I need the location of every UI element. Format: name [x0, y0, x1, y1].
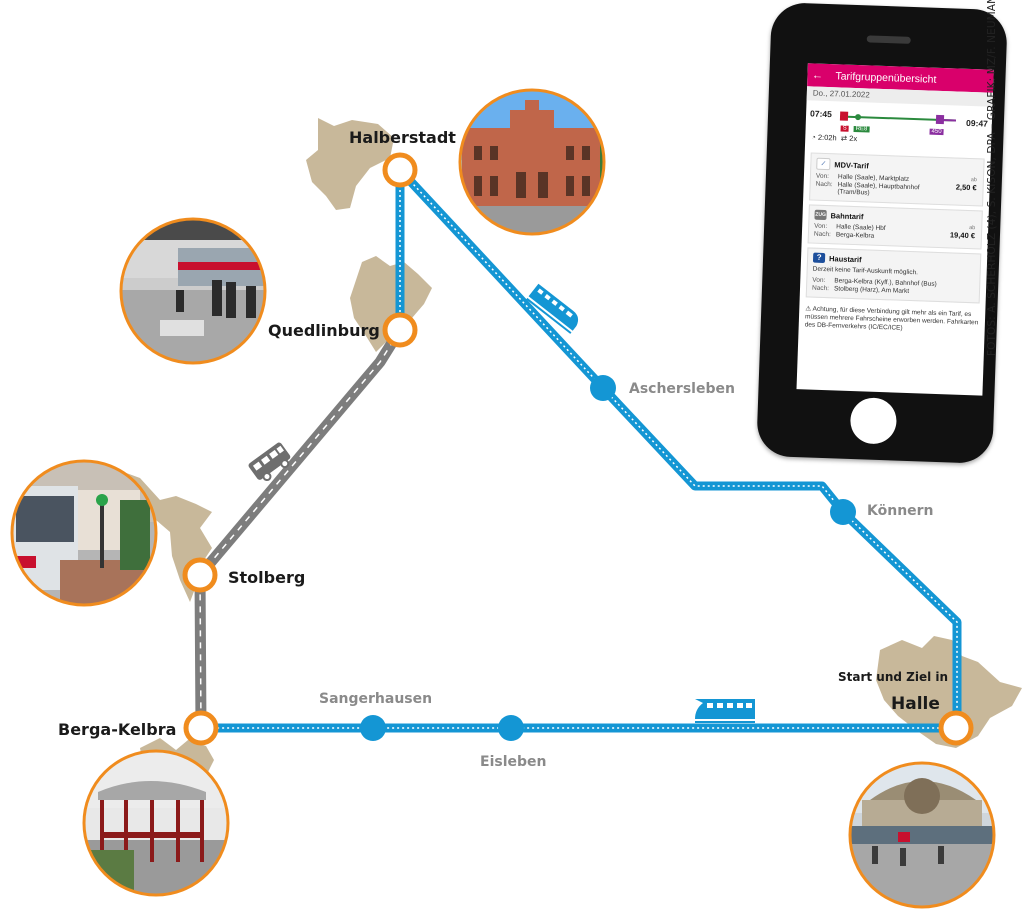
phone-screen: ← Tarifgruppenübersicht Do., 27.01.2022 … [796, 63, 994, 396]
tariff-card-mdv[interactable]: ⟋MDV-Tarif Von:Halle (Saale), Marktplatz… [809, 152, 985, 207]
duration: 2:02h [817, 132, 837, 143]
station-halberstadt [382, 152, 418, 188]
tariff-card-haus[interactable]: ?Haustarif Derzeit keine Tarif-Auskunft … [805, 247, 982, 304]
warning-icon: ⚠ [805, 305, 812, 313]
stop-sangerhausen [360, 715, 386, 741]
label-aschersleben: Aschersleben [629, 381, 735, 397]
mdv-to-key: Nach: [815, 180, 833, 189]
region-quedlinburg [350, 256, 432, 352]
train-tariff-icon: ZUG [814, 209, 827, 221]
stop-koennern [830, 499, 856, 525]
haus-note: Derzeit keine Tarif-Auskunft möglich. [812, 265, 919, 277]
haus-from-key: Von: [812, 276, 826, 285]
bus-route [194, 327, 405, 729]
region-halberstadt [306, 118, 394, 210]
stop-aschersleben [590, 375, 616, 401]
label-quedlinburg: Quedlinburg [268, 321, 380, 340]
stop-eisleben [498, 715, 524, 741]
haus-to-key: Nach: [811, 284, 830, 293]
label-berga-kelbra: Berga-Kelbra [58, 720, 176, 739]
journey-line [839, 111, 957, 125]
bahn-price: 19,40 € [949, 230, 976, 241]
mdv-logo-icon: ⟋ [816, 157, 831, 171]
arrival-time: 09:47 [965, 117, 989, 129]
home-button[interactable] [849, 397, 898, 445]
app-title: Tarifgruppenübersicht [835, 69, 937, 86]
label-stolberg: Stolberg [228, 568, 305, 587]
photo-halberstadt-station [458, 88, 606, 236]
photo-halle-hauptbahnhof [848, 761, 996, 909]
label-halle-prefix: Start und Ziel in [838, 670, 948, 684]
region-halle [876, 636, 1022, 748]
station-quedlinburg [382, 312, 418, 348]
rail-route [202, 166, 962, 733]
station-berga-kelbra [183, 710, 219, 746]
station-stolberg [182, 557, 218, 593]
bahn-to-key: Nach: [813, 230, 832, 239]
photo-berga-kelbra-shelter [82, 749, 230, 897]
photo-credit: FOTOS: A. SCHERHOLZ (4), S. KISON, DPA –… [986, 0, 998, 356]
help-icon: ? [812, 252, 826, 264]
label-eisleben: Eisleben [480, 754, 546, 770]
badge-s: S [840, 125, 849, 132]
bahn-title: Bahntarif [830, 210, 864, 221]
notice-text: Achtung, für diese Verbindung gilt mehr … [804, 305, 979, 332]
transfers: 2x [849, 133, 858, 144]
phone-mockup: ← Tarifgruppenübersicht Do., 27.01.2022 … [756, 2, 1008, 464]
photo-quedlinburg-platform [119, 217, 267, 365]
label-halberstadt: Halberstadt [349, 128, 456, 147]
clock-icon: ◔ [811, 132, 816, 142]
label-sangerhausen: Sangerhausen [319, 691, 432, 707]
mdv-title: MDV-Tarif [834, 159, 869, 170]
transfer-icon: ⇄ [840, 133, 848, 143]
bahn-from-key: Von: [814, 222, 828, 231]
train-icon [526, 283, 579, 334]
mdv-from-key: Von: [815, 172, 830, 181]
label-halle: Halle [891, 694, 940, 714]
connection-summary[interactable]: 07:45 S RE8 450 09:47 ◔ 2:02h ⇄ 2x [805, 100, 993, 154]
station-halle [938, 710, 974, 746]
multi-tariff-notice: ⚠ Achtung, für diese Verbindung gilt meh… [805, 305, 980, 335]
label-koennern: Könnern [867, 503, 934, 519]
bus-icon [248, 442, 291, 482]
haus-title: Haustarif [828, 253, 862, 264]
badge-bus-450: 450 [929, 128, 944, 136]
train-icon [695, 699, 755, 723]
mdv-to: Halle (Saale), Hauptbahnhof (Tram/Bus) [837, 181, 920, 197]
back-arrow-icon[interactable]: ← [811, 68, 824, 82]
mdv-price: 2,50 € [955, 182, 977, 193]
duration-info: ◔ 2:02h ⇄ 2x [811, 132, 857, 143]
phone-speaker [866, 35, 911, 44]
photo-stolberg-bus-stop [10, 459, 158, 607]
badge-re8: RE8 [853, 125, 870, 133]
